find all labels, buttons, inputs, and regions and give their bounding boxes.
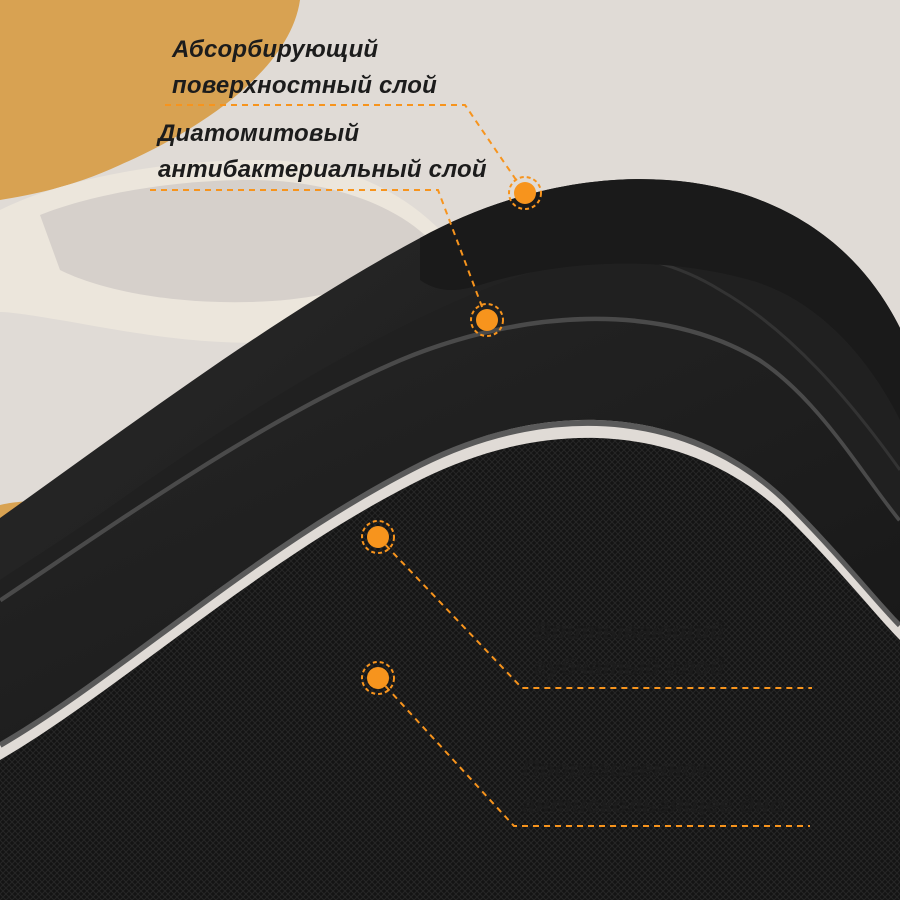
label-rubber-base: Прорезиненное антискользящее дно bbox=[522, 752, 784, 824]
marker-3 bbox=[361, 520, 395, 554]
leader-lines bbox=[150, 104, 812, 827]
label-line: Абсорбирующий bbox=[172, 36, 379, 63]
label-line: антискользящее дно bbox=[522, 792, 785, 819]
top-curve-shadow bbox=[420, 179, 900, 420]
leader-line-4 bbox=[377, 677, 810, 827]
layer-edge-line-2 bbox=[0, 316, 900, 603]
layer-edge-line bbox=[0, 420, 900, 748]
marker-1 bbox=[508, 176, 542, 210]
label-diatomite-layer: Диатомитовый антибактериальный слой bbox=[158, 116, 487, 188]
label-line: Прорезиненное bbox=[522, 756, 711, 783]
label-line: Впитывающий bbox=[534, 618, 725, 645]
leader-line-3 bbox=[377, 536, 812, 689]
label-line: поверхностный слой bbox=[172, 72, 438, 99]
soft-gray-shape bbox=[40, 180, 430, 303]
leader-line-2 bbox=[150, 189, 488, 321]
marker-4 bbox=[361, 661, 395, 695]
absorbent-top-layer bbox=[0, 179, 900, 900]
marker-dot-icon bbox=[476, 309, 498, 331]
marker-dot-icon bbox=[367, 667, 389, 689]
mustard-shape bbox=[0, 0, 300, 200]
label-line: антибактериальный слой bbox=[158, 156, 487, 183]
label-line: губчатый слой bbox=[534, 654, 725, 681]
leader-line-1 bbox=[165, 104, 526, 194]
rubber-base-layer bbox=[0, 437, 900, 900]
diatomite-layer bbox=[0, 181, 900, 598]
marker-dot-icon bbox=[514, 182, 536, 204]
marker-2 bbox=[470, 303, 504, 337]
label-sponge-layer: Впитывающий губчатый слой bbox=[534, 614, 725, 686]
sponge-layer bbox=[0, 318, 900, 742]
label-absorbent-layer: Абсорбирующий поверхностный слой bbox=[172, 32, 437, 104]
marker-dot-icon bbox=[367, 526, 389, 548]
label-line: Диатомитовый bbox=[158, 120, 360, 147]
